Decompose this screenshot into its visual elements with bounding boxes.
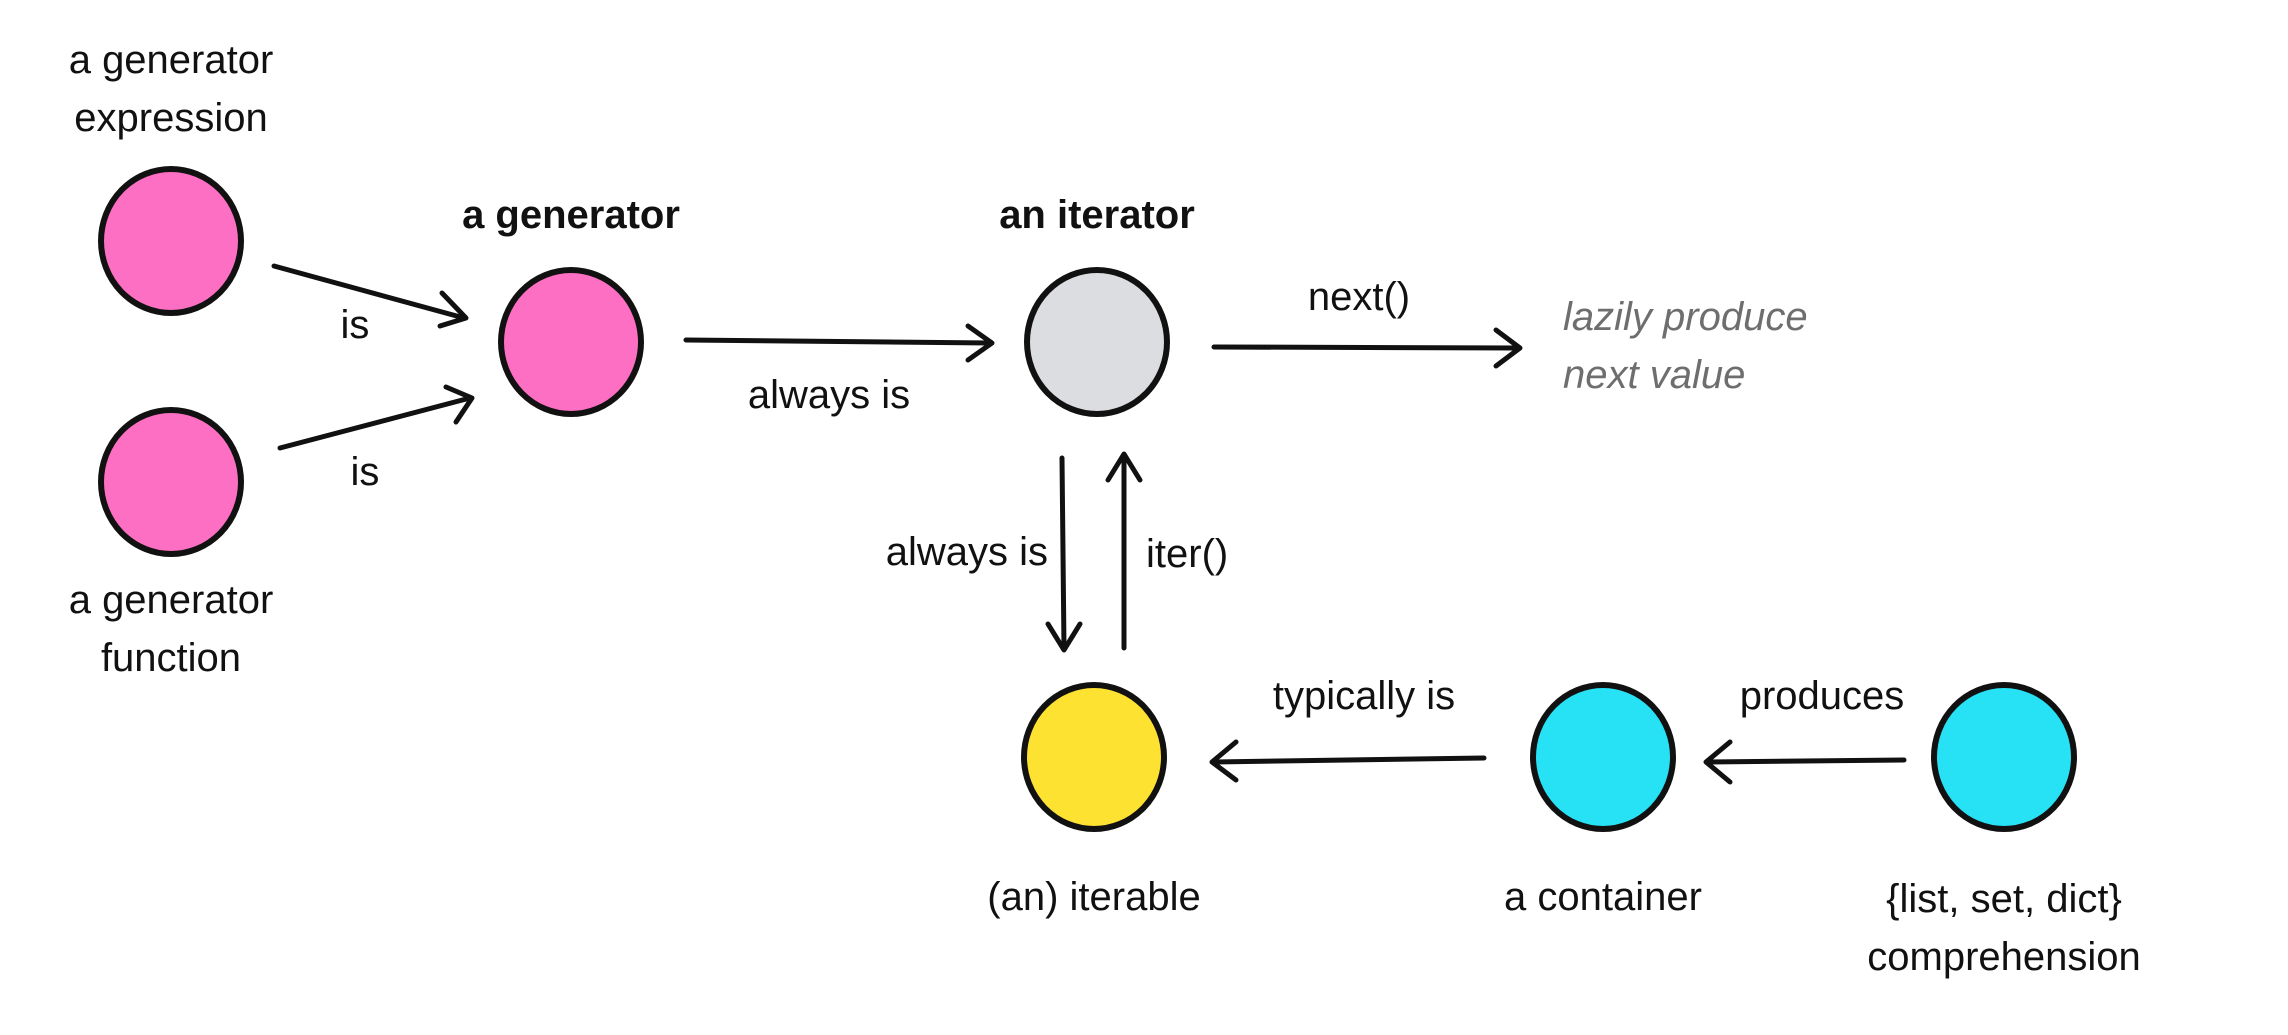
arrowhead-iterator-next [1493, 327, 1523, 369]
arrowhead-iterator-iterable [1045, 621, 1083, 653]
edge-label-always-is-down: always is [885, 530, 1048, 574]
arrowhead-genfunc-generator [443, 384, 475, 425]
arrowhead-genexpr-generator [437, 290, 469, 329]
edge-label-produces: produces [1739, 674, 1905, 718]
label-comprehension: {list, set, dict} comprehension [1834, 870, 2174, 986]
arrowhead-iterable-iterator [1105, 451, 1143, 483]
label-line: {list, set, dict} [1886, 877, 2122, 921]
node-generator [498, 267, 644, 417]
arrowhead-generator-iterator [965, 323, 995, 363]
edge-iterator-next [1211, 344, 1521, 351]
label-iterator: an iterator [999, 193, 1195, 237]
edge-label-genexpr-is: is [340, 303, 370, 347]
edge-label-genfunc-is: is [350, 450, 380, 494]
note-line: next value [1563, 353, 1746, 397]
label-generator-expression: a generator expression [51, 31, 291, 147]
edge-iterator-iterable [1059, 455, 1067, 651]
node-iterator [1024, 267, 1170, 417]
note-line: lazily produce [1563, 295, 1808, 339]
edge-generator-iterator [683, 337, 993, 346]
note-lazily-produce: lazily produce next value [1563, 288, 1808, 404]
edge-label-iter: iter() [1146, 532, 1229, 576]
label-line: expression [74, 96, 268, 140]
edge-genexpr-generator [271, 263, 467, 321]
node-comprehension [1931, 682, 2077, 832]
label-line: a generator [68, 578, 274, 622]
arrowhead-comprehension-container [1703, 739, 1733, 785]
label-line: comprehension [1867, 935, 2141, 979]
edge-genfunc-generator [277, 395, 473, 451]
edge-label-next: next() [1307, 275, 1411, 319]
label-line: a generator [68, 38, 274, 82]
edge-container-iterable [1211, 755, 1487, 765]
label-iterable: (an) iterable [987, 875, 1201, 919]
edge-label-typically-is: typically is [1272, 674, 1456, 718]
edge-comprehension-container [1705, 757, 1907, 765]
node-container [1530, 682, 1676, 832]
arrowhead-container-iterable [1209, 739, 1239, 783]
label-line: function [100, 636, 242, 680]
node-generator-expression [98, 166, 244, 316]
node-iterable [1021, 682, 1167, 832]
label-generator: a generator [462, 193, 680, 237]
label-container: a container [1504, 875, 1702, 919]
node-generator-function [98, 407, 244, 557]
label-generator-function: a generator function [51, 571, 291, 687]
edge-label-always-is: always is [747, 373, 911, 417]
